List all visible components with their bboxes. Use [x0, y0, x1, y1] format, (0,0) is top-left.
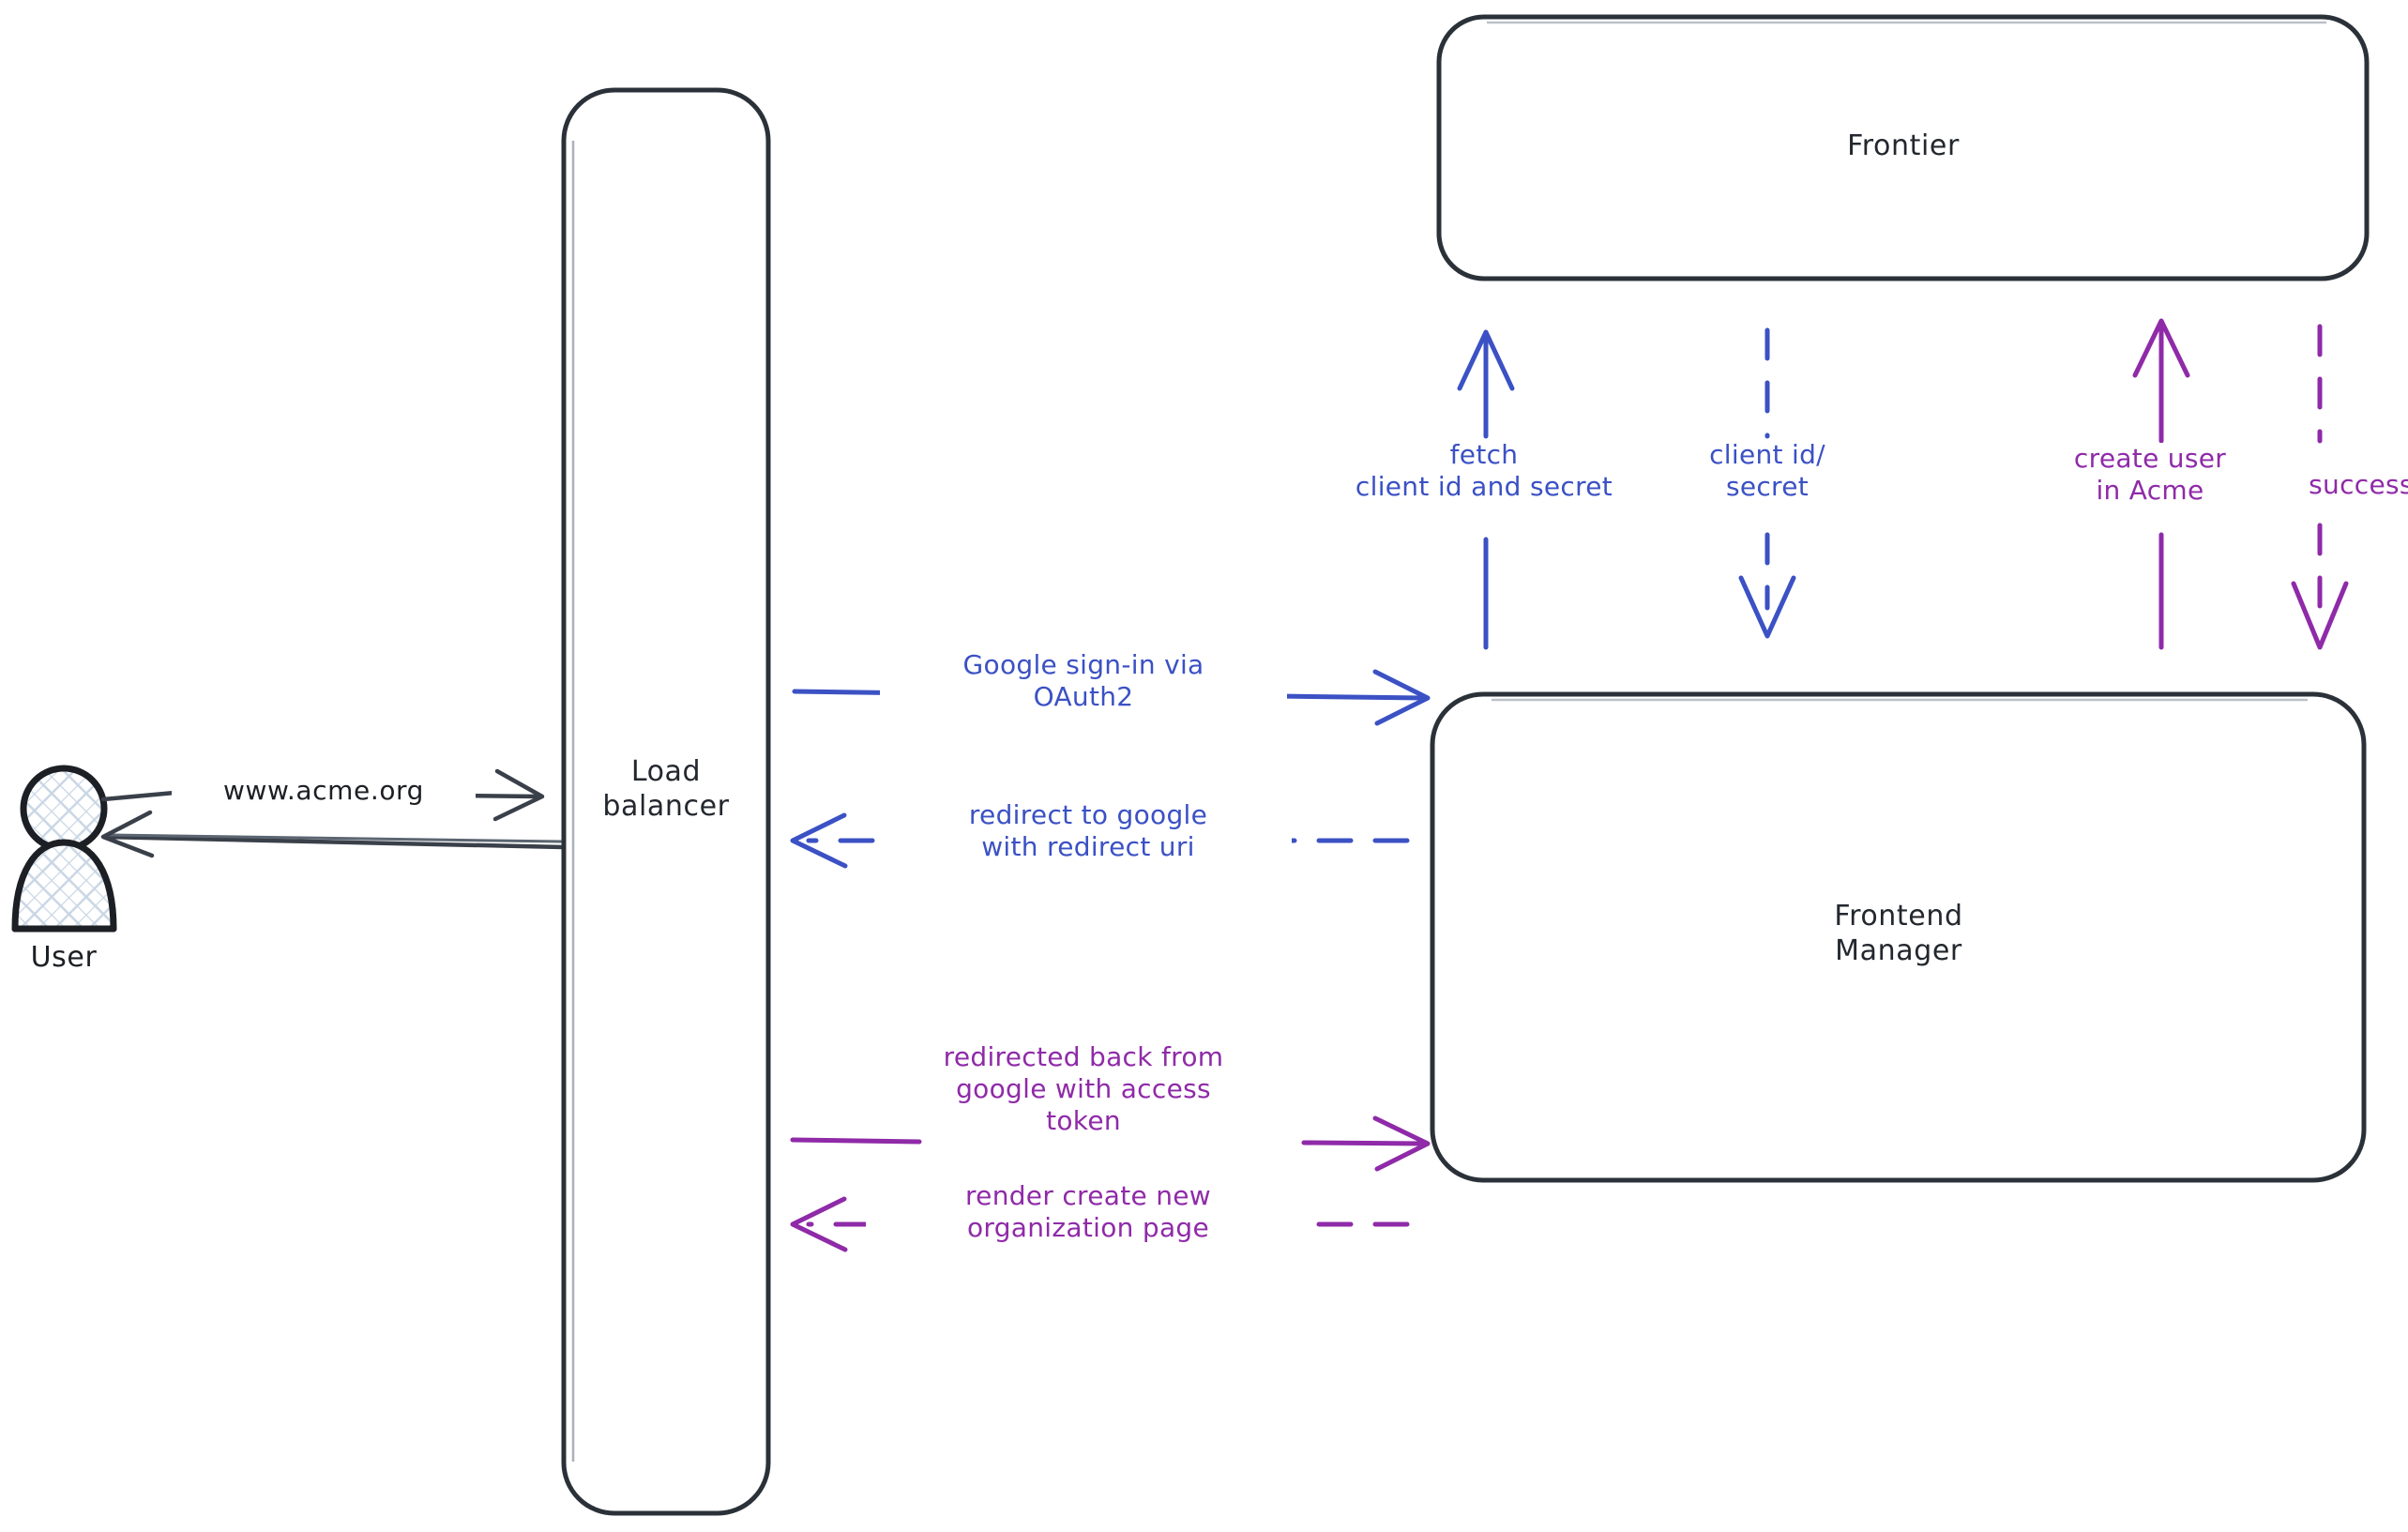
- edge-lb-to-fm-signin: [792, 669, 1431, 726]
- node-load-balancer-shape: [561, 87, 771, 1516]
- edge-frontier-to-fm-success: [2291, 324, 2349, 650]
- user-actor-icon: [11, 765, 117, 933]
- edge-fm-to-frontier-fetch: [1457, 329, 1515, 650]
- edge-fm-to-lb-redirect: [790, 812, 1410, 869]
- edge-lb-to-user: [100, 810, 566, 858]
- node-frontend-manager-shape: [1430, 691, 2367, 1183]
- edge-fm-to-frontier-create-user: [2132, 318, 2190, 650]
- node-frontier-shape: [1436, 14, 2370, 281]
- edge-frontier-to-fm-creds: [1738, 327, 1796, 639]
- edge-fm-to-lb-render: [790, 1196, 1410, 1252]
- edge-user-to-lb: [100, 768, 545, 822]
- edge-lb-to-fm-token: [790, 1115, 1431, 1172]
